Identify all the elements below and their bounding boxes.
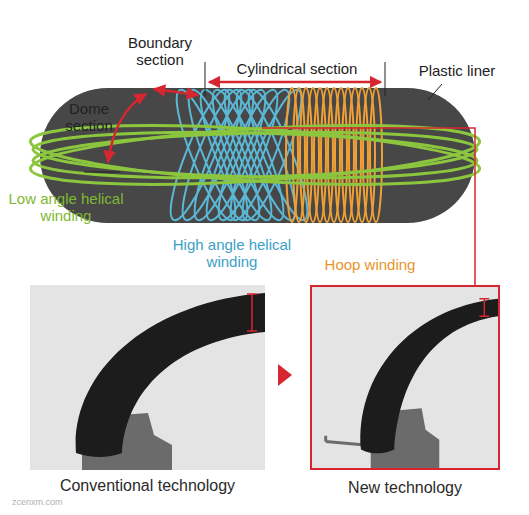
panel-caption: New technology (348, 478, 462, 497)
panel-ground (312, 287, 498, 468)
part-label: Boundary section (116, 34, 204, 68)
panel-caption: Conventional technology (60, 476, 235, 495)
callout-line (262, 128, 475, 285)
leader-line (84, 172, 120, 173)
section-tick (205, 62, 206, 96)
composite-layer (361, 299, 498, 454)
comparison-panel: Conventional technology (30, 285, 265, 470)
panel-illustration (30, 285, 265, 470)
section-tick (385, 62, 386, 96)
part-label: Low angle helical winding (2, 190, 130, 224)
hoop-winding (286, 88, 382, 222)
dome-arrow (108, 94, 146, 162)
high-angle-winding (161, 85, 317, 225)
panel-ground (30, 285, 265, 470)
transition-triangle (278, 364, 292, 386)
part-label: High angle helical winding (168, 236, 296, 270)
part-label: Hoop winding (322, 256, 418, 273)
comparison-panel: New technology (310, 285, 500, 470)
cylindrical-arrow (209, 81, 381, 84)
thickness-mark (479, 299, 489, 317)
part-label: Plastic liner (402, 62, 512, 79)
thickness-mark (247, 294, 257, 331)
part-label: Cylindrical section (222, 60, 372, 77)
leader-line (428, 84, 442, 100)
panel-illustration (312, 287, 498, 468)
part-label: Dome section (58, 100, 120, 134)
boundary-arrow (154, 89, 198, 95)
watermark: zcenxm.com (12, 497, 102, 508)
composite-layer (76, 293, 265, 457)
